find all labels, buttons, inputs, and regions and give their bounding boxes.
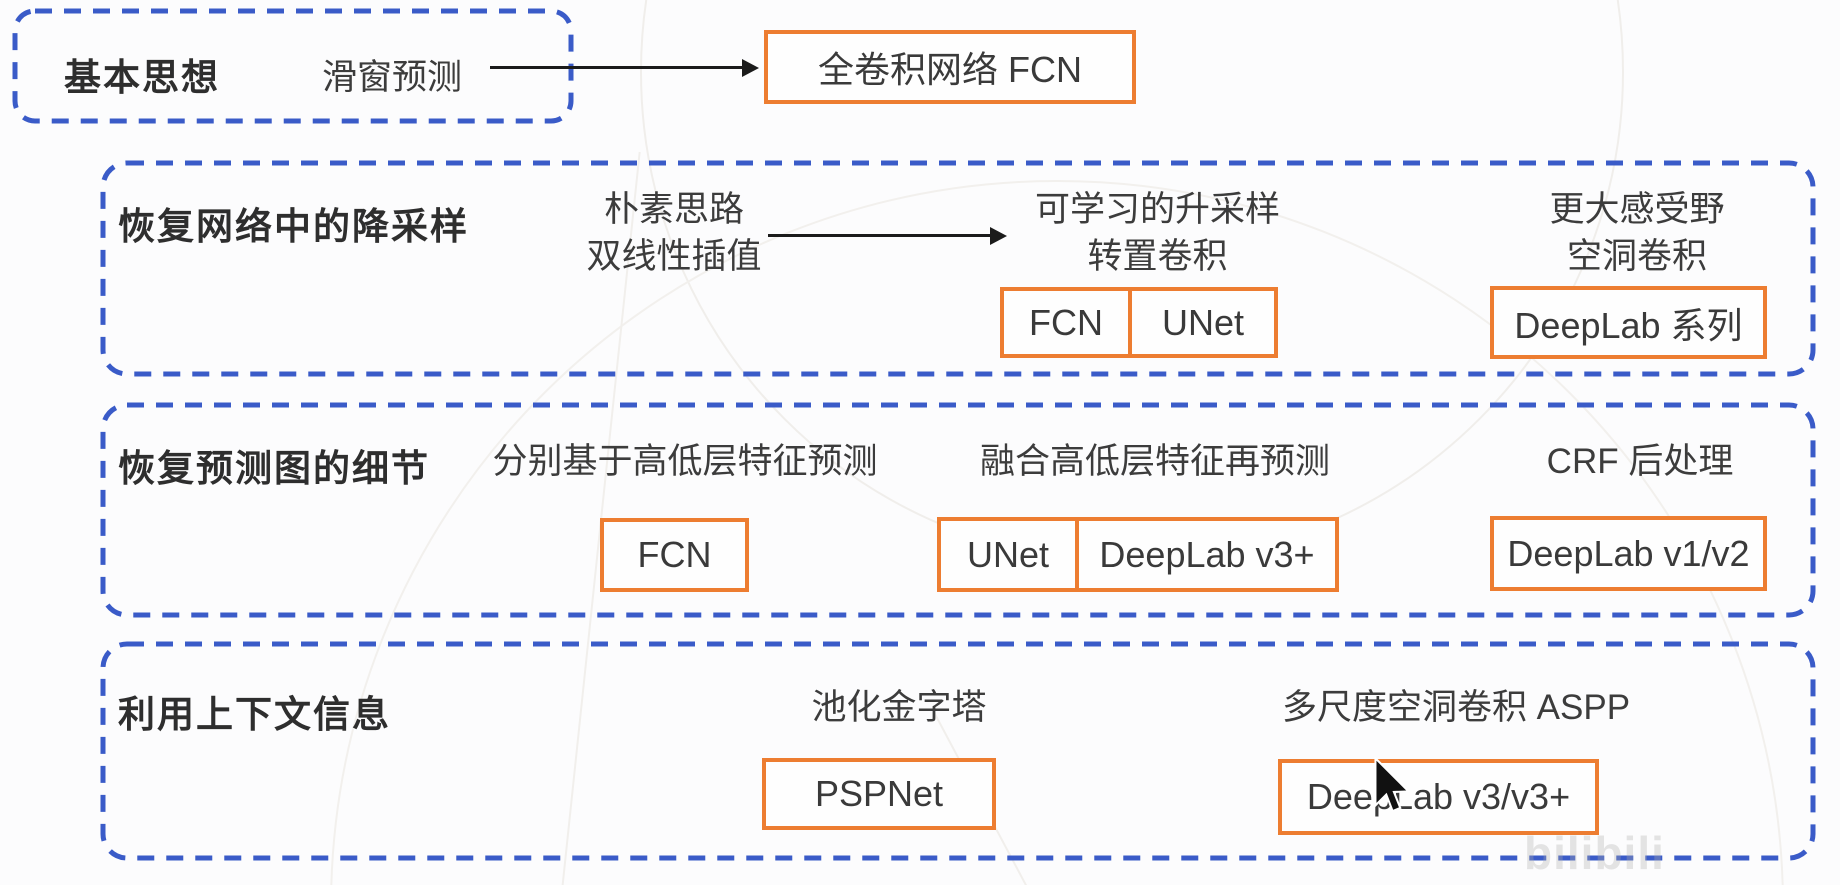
naive-line2: 双线性插值 xyxy=(586,237,762,276)
group-recover-details xyxy=(100,402,1816,618)
arrow-row2 xyxy=(768,234,992,237)
receptive-line2: 空洞卷积 xyxy=(1566,237,1707,276)
context-info-label: 利用上下文信息 xyxy=(118,694,391,735)
separate-prediction-text: 分别基于高低层特征预测 xyxy=(492,442,878,481)
receptive-line1: 更大感受野 xyxy=(1549,190,1725,229)
deeplab-v1v2-box: DeepLab v1/v2 xyxy=(1490,516,1767,591)
learnable-model-boxes: FCN UNet xyxy=(1000,287,1278,358)
watermark: bilibili xyxy=(1524,827,1665,879)
recover-details-label: 恢复预测图的细节 xyxy=(118,448,430,489)
dashed-border xyxy=(100,402,1816,618)
arrow-head-row2 xyxy=(990,227,1007,245)
crf-postprocess-text: CRF 后处理 xyxy=(1546,442,1734,481)
recover-downsampling-label: 恢复网络中的降采样 xyxy=(118,206,469,247)
arrow-row1 xyxy=(490,66,742,69)
naive-line1: 朴素思路 xyxy=(603,190,744,229)
sliding-window-text: 滑窗预测 xyxy=(322,58,463,97)
naive-approach-text: 朴素思路 双线性插值 xyxy=(504,186,844,280)
deeplab-v3plus-box: DeepLab v3+ xyxy=(1075,517,1339,592)
aspp-text: 多尺度空洞卷积 ASPP xyxy=(1281,688,1631,727)
learnable-line2: 转置卷积 xyxy=(1087,237,1228,276)
unet-detail-box: UNet xyxy=(937,517,1079,592)
receptive-field-text: 更大感受野 空洞卷积 xyxy=(1477,186,1797,280)
basic-idea-label: 基本思想 xyxy=(64,57,220,98)
fcn-detail-box: FCN xyxy=(600,518,749,592)
pooling-pyramid-text: 池化金字塔 xyxy=(811,688,987,727)
unet-box: UNet xyxy=(1128,287,1278,358)
learnable-line1: 可学习的升采样 xyxy=(1034,190,1280,229)
group-context-info xyxy=(100,641,1816,861)
fuse-model-boxes: UNet DeepLab v3+ xyxy=(937,517,1339,592)
deeplab-v3v3plus-box: DeepLab v3/v3+ xyxy=(1278,759,1599,835)
dashed-border xyxy=(100,160,1816,377)
learnable-upsampling-text: 可学习的升采样 转置卷积 xyxy=(985,186,1330,280)
fuse-prediction-text: 融合高低层特征再预测 xyxy=(979,442,1330,481)
fcn-box: FCN xyxy=(1000,287,1132,358)
fcn-result-box: 全卷积网络 FCN xyxy=(764,30,1136,104)
dashed-border xyxy=(100,641,1816,861)
pspnet-box: PSPNet xyxy=(762,758,996,830)
deeplab-series-box: DeepLab 系列 xyxy=(1490,286,1767,359)
arrow-head-row1 xyxy=(742,59,759,77)
group-recover-downsampling xyxy=(100,160,1816,377)
